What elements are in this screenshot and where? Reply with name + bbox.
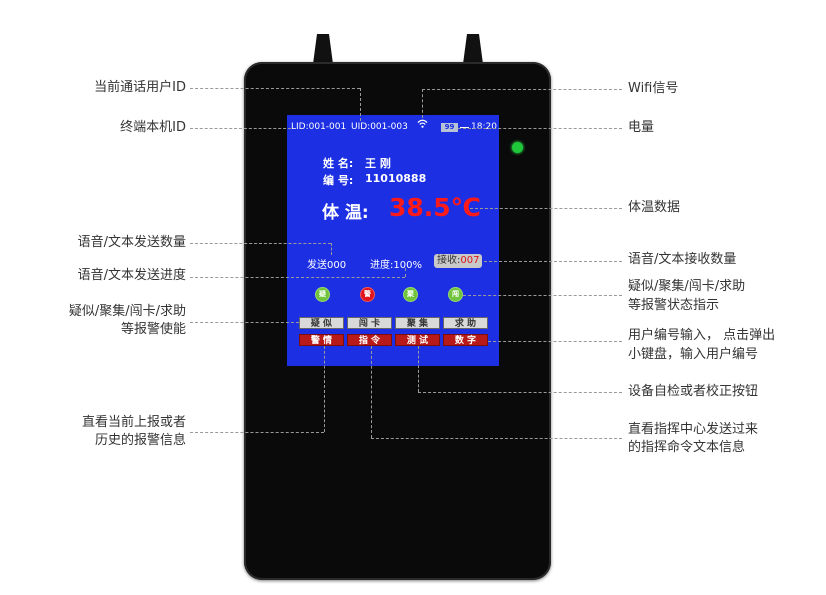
help-button[interactable]: 求 助	[443, 317, 488, 329]
suspect-button[interactable]: 疑 似	[299, 317, 344, 329]
callout-send-progress: 语音/文本发送进度	[77, 268, 186, 283]
callout-user-input-2: 小键盘，输入用户编号	[628, 347, 759, 362]
leader-send-progress	[190, 277, 405, 278]
number-label: 编 号:	[323, 174, 354, 187]
recv-count-badge: 接收:007	[434, 254, 483, 268]
recv-label: 接收:	[437, 255, 461, 266]
status-led	[512, 142, 523, 153]
recv-value: 007	[460, 255, 480, 266]
callout-battery: 电量	[628, 120, 655, 135]
leader-caller-user-id	[190, 88, 360, 89]
time-text: 18:20	[471, 122, 497, 132]
callout-send-count: 语音/文本发送数量	[77, 235, 186, 250]
alarm-info-button[interactable]: 警 情	[299, 334, 344, 346]
callout-caller-user-id: 当前通话用户ID	[94, 80, 186, 95]
leader-view-alarm	[190, 432, 324, 433]
lid-text: LID:001-001	[291, 122, 347, 132]
callout-view-alarm-1: 直看当前上报或者	[81, 415, 186, 430]
callout-alarm-status-1: 疑似/聚集/闯卡/求助	[628, 279, 746, 294]
temp-value: 38.5℃	[389, 193, 481, 222]
send-progress: 进度:100%	[370, 260, 422, 271]
leader-wifi	[422, 89, 622, 90]
callout-terminal-id: 终端本机ID	[120, 120, 186, 135]
alarm-indicator: 警	[360, 287, 375, 302]
gather-indicator: 聚	[403, 287, 418, 302]
antenna-left	[313, 34, 333, 64]
battery-indicator: 99	[441, 123, 458, 132]
leader-self-test	[418, 392, 622, 393]
leader-alarm-enable	[190, 322, 299, 323]
gather-button[interactable]: 聚 集	[395, 317, 440, 329]
uid-text: UID:001-003	[351, 122, 408, 132]
leader-wifi-v	[422, 89, 423, 118]
command-button[interactable]: 指 令	[347, 334, 392, 346]
leader-send-progress-v	[405, 268, 406, 277]
breach-indicator: 闯	[448, 287, 463, 302]
wifi-icon	[417, 118, 428, 132]
name-label: 姓 名:	[323, 157, 354, 170]
suspect-indicator: 疑	[315, 287, 330, 302]
leader-command	[371, 438, 622, 439]
leader-user-input	[488, 341, 622, 342]
temp-label: 体 温:	[322, 203, 369, 223]
antenna-right	[463, 34, 483, 64]
leader-view-alarm-v	[324, 346, 325, 432]
callout-user-input-1: 用户编号输入， 点击弹出	[628, 328, 776, 343]
name-value: 王 刚	[365, 157, 391, 170]
callout-self-test: 设备自检或者校正按钮	[628, 384, 759, 399]
digit-button[interactable]: 数 字	[443, 334, 488, 346]
callout-command-1: 直看指挥中心发送过来	[628, 422, 759, 437]
sent-count: 发送000	[307, 260, 347, 271]
test-button[interactable]: 测 试	[395, 334, 440, 346]
leader-self-test-v	[418, 346, 419, 392]
number-value: 11010888	[365, 172, 427, 185]
callout-alarm-status-2: 等报警状态指示	[628, 298, 720, 313]
leader-recv-count	[484, 261, 622, 262]
callout-wifi: Wifi信号	[628, 81, 679, 96]
breach-button[interactable]: 闯 卡	[347, 317, 392, 329]
leader-caller-user-id-v	[360, 88, 361, 121]
callout-alarm-enable-1: 疑似/聚集/闯卡/求助	[68, 304, 186, 319]
separator-line	[460, 127, 469, 128]
leader-temp-data	[470, 208, 622, 209]
callout-alarm-enable-2: 等报警使能	[120, 322, 186, 337]
leader-terminal-id	[190, 128, 291, 129]
leader-command-v	[371, 346, 372, 438]
leader-alarm-status	[463, 295, 622, 296]
leader-send-count-v	[331, 243, 332, 255]
callout-temp-data: 体温数据	[628, 200, 681, 215]
leader-send-count	[190, 243, 331, 244]
callout-recv-count: 语音/文本接收数量	[628, 252, 737, 267]
leader-battery	[458, 128, 622, 129]
callout-view-alarm-2: 历史的报警信息	[94, 433, 186, 448]
callout-command-2: 的指挥命令文本信息	[628, 440, 746, 455]
